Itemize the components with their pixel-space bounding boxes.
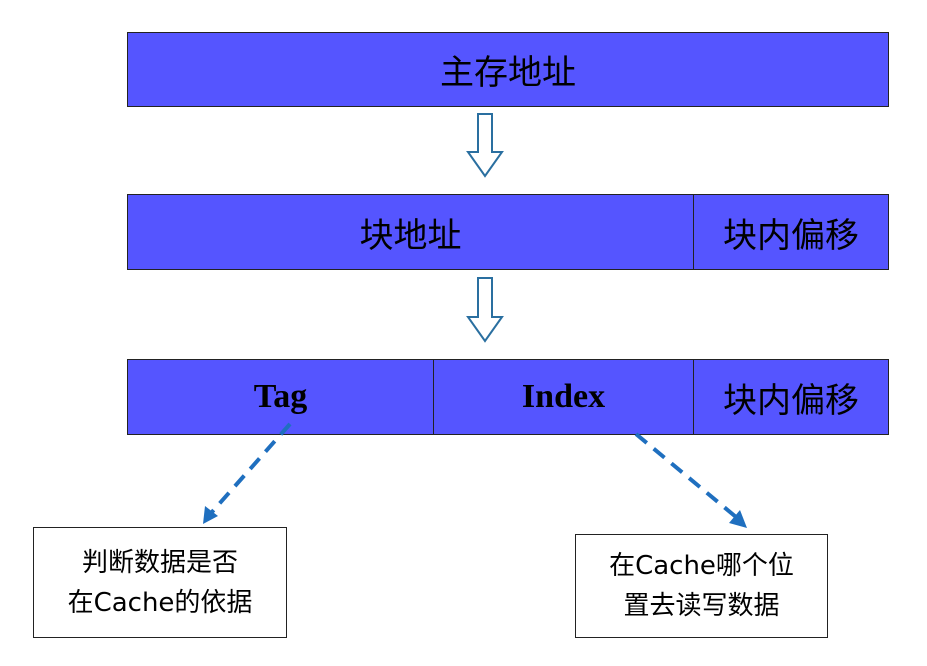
tag-explanation-line2: 在Cache的依据 [67,587,253,618]
block-address-bar: 块地址 块内偏移 [127,194,889,270]
block-offset-label-row3: 块内偏移 [693,360,888,434]
main-memory-address-label: 主存地址 [440,53,576,93]
down-arrow-icon-2 [466,277,504,343]
index-dashed-arrow [634,432,738,519]
tag-explanation-line1: 判断数据是否 [81,547,238,578]
index-explanation-box: 在Cache哪个位 置去读写数据 [575,534,828,638]
tag-label: Tag [253,378,308,415]
tag-dashed-arrow [210,422,292,514]
index-explanation-line2: 置去读写数据 [623,591,780,621]
index-explanation-line1: 在Cache哪个位 [609,551,794,581]
tag-explanation-box: 判断数据是否 在Cache的依据 [33,527,287,638]
main-memory-address-bar: 主存地址 [127,32,889,107]
index-label: Index [433,360,693,434]
down-arrow-icon-1 [466,113,504,178]
tag-index-offset-bar: Tag Index 块内偏移 [127,359,889,435]
block-offset-label: 块内偏移 [693,195,888,269]
block-address-label: 块地址 [359,215,462,256]
tag-arrowhead-icon [203,506,218,524]
index-arrowhead-icon [729,510,747,528]
